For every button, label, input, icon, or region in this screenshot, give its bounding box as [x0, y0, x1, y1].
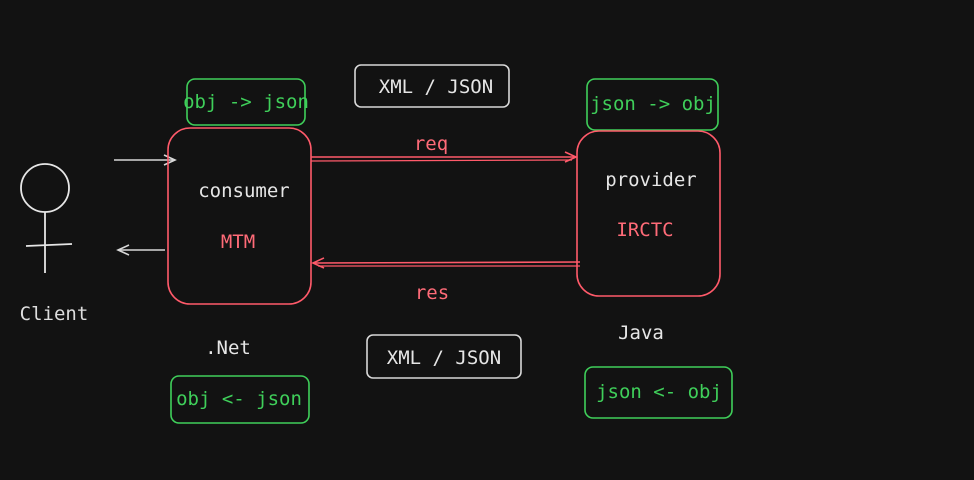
request-format-label: XML / JSON — [379, 76, 493, 98]
request-arrow-line-b — [310, 159, 573, 162]
client-label: Client — [20, 303, 89, 325]
provider-platform-label: Java — [618, 322, 664, 344]
provider-title: provider — [605, 169, 697, 191]
consumer-serialize-label: obj -> json — [183, 91, 309, 113]
request-format-box — [354, 64, 510, 108]
provider-serialize-label: json <- obj — [596, 381, 722, 403]
response-format-label: XML / JSON — [387, 347, 501, 369]
consumer-title: consumer — [198, 180, 290, 202]
response-label: res — [415, 282, 449, 304]
request-label: req — [414, 133, 448, 155]
consumer-platform-label: .Net — [205, 337, 251, 359]
response-format-box — [366, 334, 522, 379]
consumer-serialize-box — [186, 78, 306, 126]
consumer-name: MTM — [221, 231, 255, 253]
provider-deserialize-box — [586, 78, 719, 131]
client-arms — [25, 243, 73, 247]
consumer-deserialize-label: obj <- json — [176, 388, 302, 410]
consumer-box — [167, 127, 312, 305]
provider-name: IRCTC — [616, 219, 673, 241]
client-figure — [20, 163, 73, 273]
provider-deserialize-label: json -> obj — [590, 93, 716, 115]
response-arrow-line-a — [311, 257, 581, 269]
client-head — [20, 163, 70, 213]
provider-serialize-box — [584, 366, 733, 419]
provider-box — [576, 130, 721, 297]
consumer-deserialize-box — [170, 375, 310, 424]
